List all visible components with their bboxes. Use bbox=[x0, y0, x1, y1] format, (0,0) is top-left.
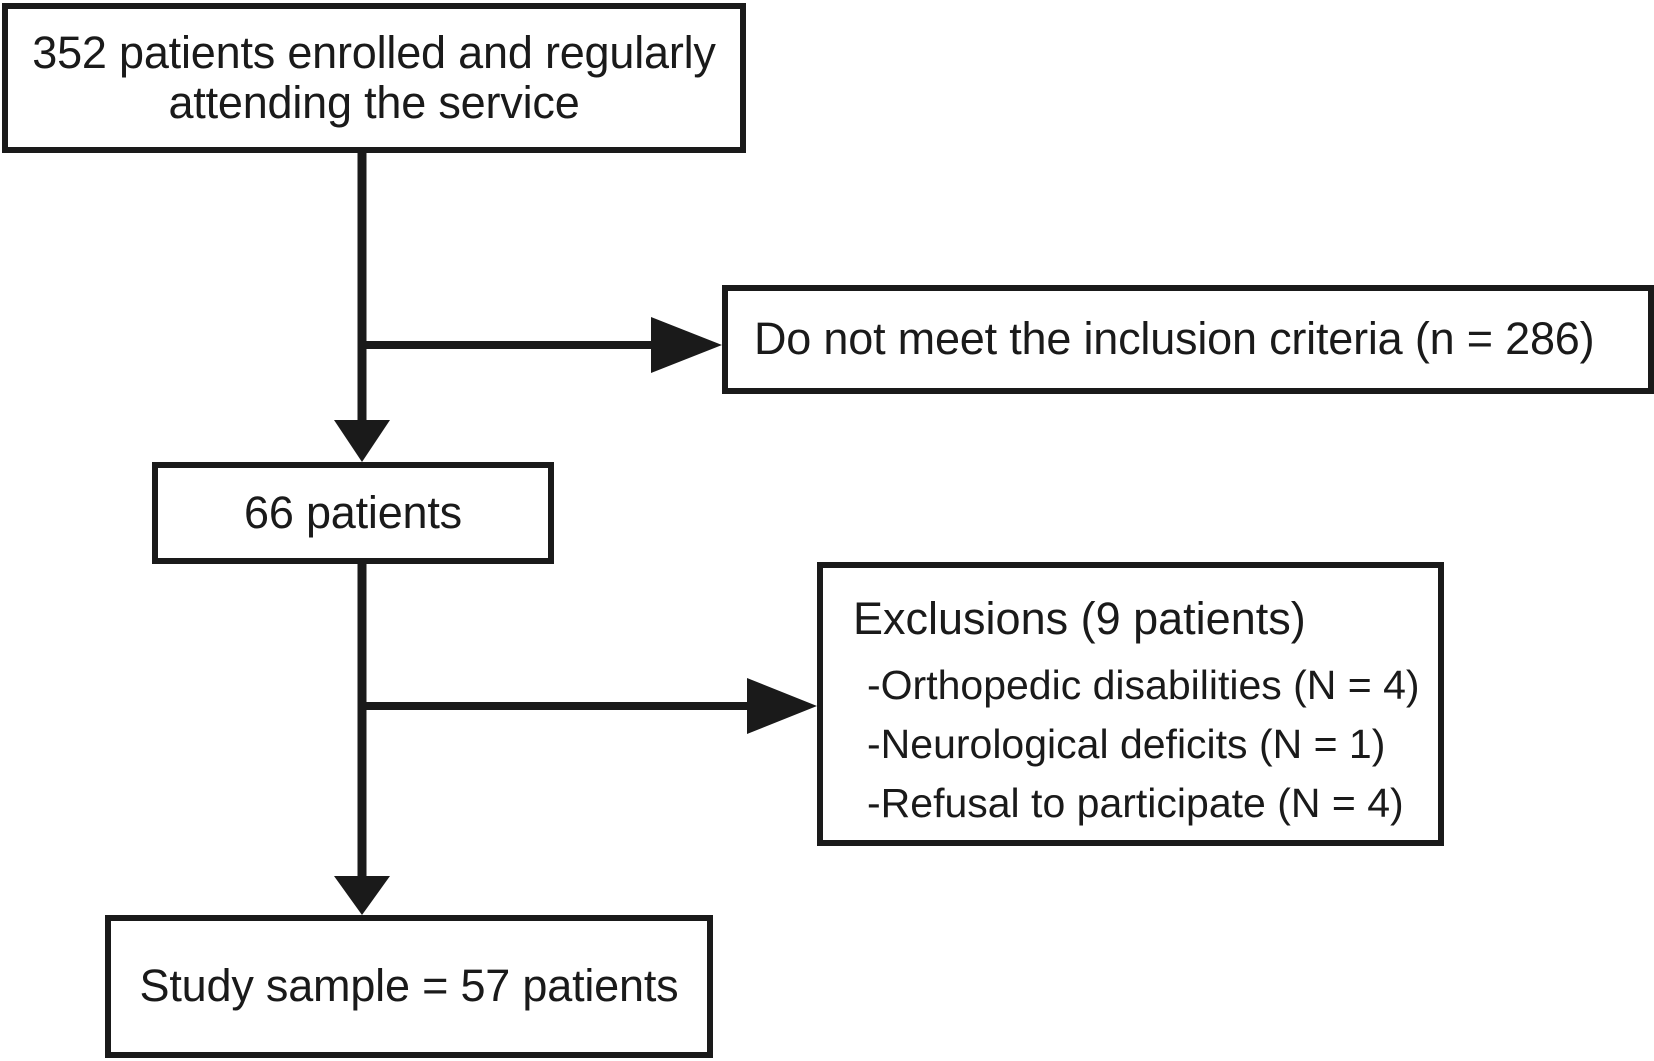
arrowhead-down-to-study-sample bbox=[334, 876, 390, 915]
node-exclusions-title: Exclusions (9 patients) bbox=[853, 593, 1306, 644]
arrowhead-right-to-not-meet bbox=[651, 317, 722, 373]
node-exclusions: Exclusions (9 patients) -Orthopedic disa… bbox=[817, 562, 1444, 846]
node-study-sample: Study sample = 57 patients bbox=[105, 915, 713, 1058]
node-exclusions-item-refusal: -Refusal to participate (N = 4) bbox=[867, 780, 1404, 826]
arrowhead-down-to-sixtysix bbox=[334, 420, 390, 462]
node-do-not-meet-inclusion-criteria: Do not meet the inclusion criteria (n = … bbox=[722, 285, 1654, 394]
node-study-sample-label: Study sample = 57 patients bbox=[139, 960, 679, 1012]
node-do-not-meet-inclusion-criteria-label: Do not meet the inclusion criteria (n = … bbox=[754, 313, 1595, 365]
node-sixtysix-patients: 66 patients bbox=[152, 462, 554, 564]
node-sixtysix-patients-label: 66 patients bbox=[244, 486, 462, 538]
node-exclusions-item-neurological: -Neurological deficits (N = 1) bbox=[867, 721, 1386, 767]
node-enrolled-patients-label: 352 patients enrolled and regularly atte… bbox=[32, 26, 716, 128]
node-enrolled-patients: 352 patients enrolled and regularly atte… bbox=[2, 3, 746, 153]
node-exclusions-item-orthopedic: -Orthopedic disabilities (N = 4) bbox=[867, 662, 1420, 708]
arrowhead-right-to-exclusions bbox=[747, 678, 817, 734]
